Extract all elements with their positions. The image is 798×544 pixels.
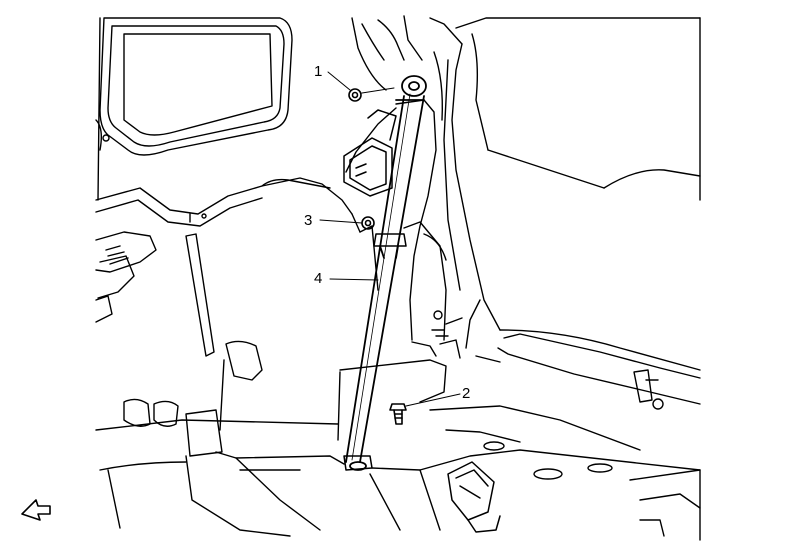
- retractor-housing: [343, 109, 397, 197]
- bolt-2: [389, 403, 407, 425]
- b-pillar: [337, 15, 463, 441]
- floor-panel: [95, 398, 701, 541]
- callout-3: 3: [304, 212, 313, 229]
- rear-quarter-panel: [429, 17, 701, 405]
- seat-belt-webbing: [343, 75, 427, 471]
- callout-1: 1: [314, 63, 323, 80]
- callout-2: 2: [462, 385, 471, 402]
- leader-lines: [319, 71, 461, 407]
- bolt-3: [361, 216, 375, 230]
- seat-belt-buckle: [447, 461, 501, 533]
- callout-4: 4: [314, 270, 323, 287]
- rear-latch: [633, 369, 664, 410]
- left-window-frame: [95, 17, 293, 201]
- left-trim-panel: [95, 177, 353, 431]
- arrow-icon: [21, 499, 51, 521]
- bolt-1: [348, 88, 362, 102]
